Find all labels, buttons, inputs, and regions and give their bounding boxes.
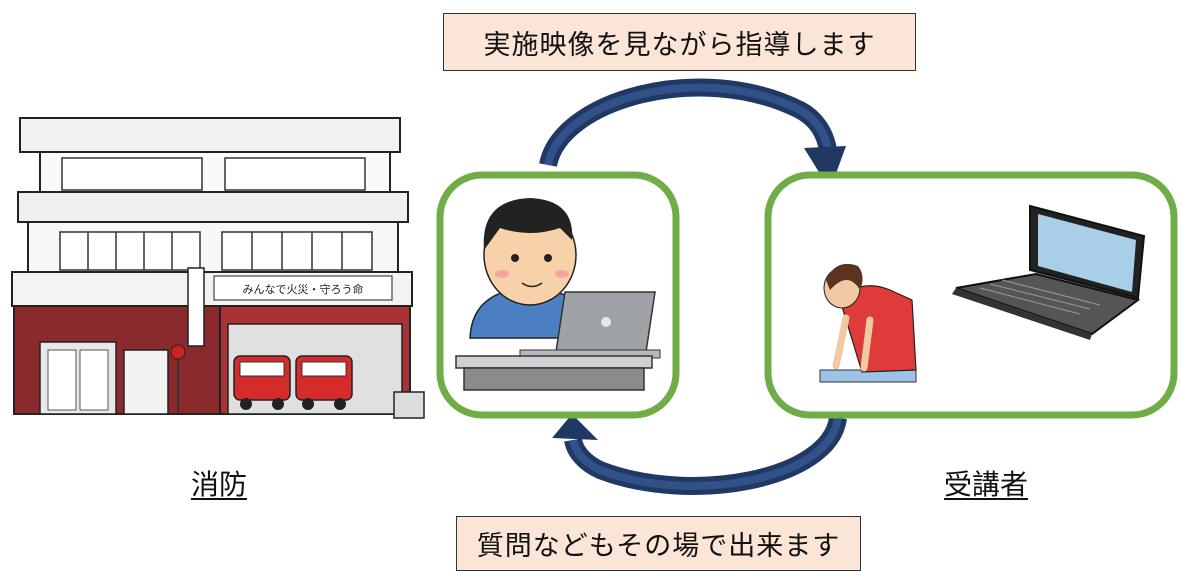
instructor-illustration [455,198,661,391]
top-callout: 実施映像を見ながら指導します [443,13,916,71]
top-callout-text: 実施映像を見ながら指導します [483,29,876,61]
fire-department-label: 消防 [191,468,248,501]
trainee-cpr-illustration [819,263,917,383]
svg-text:みんなで火災・守ろう命: みんなで火災・守ろう命 [243,282,364,296]
trainee-label: 受講者 [944,468,1029,501]
arrow-top-curve [539,78,846,190]
laptop-illustration [952,204,1146,340]
bottom-callout: 質問などもその場で出来ます [456,516,861,571]
arrow-bottom-curve [552,414,847,495]
bottom-callout-text: 質問などもその場で出来ます [476,531,841,562]
fire-station-illustration: みんなで火災・守ろう命 [11,117,425,419]
